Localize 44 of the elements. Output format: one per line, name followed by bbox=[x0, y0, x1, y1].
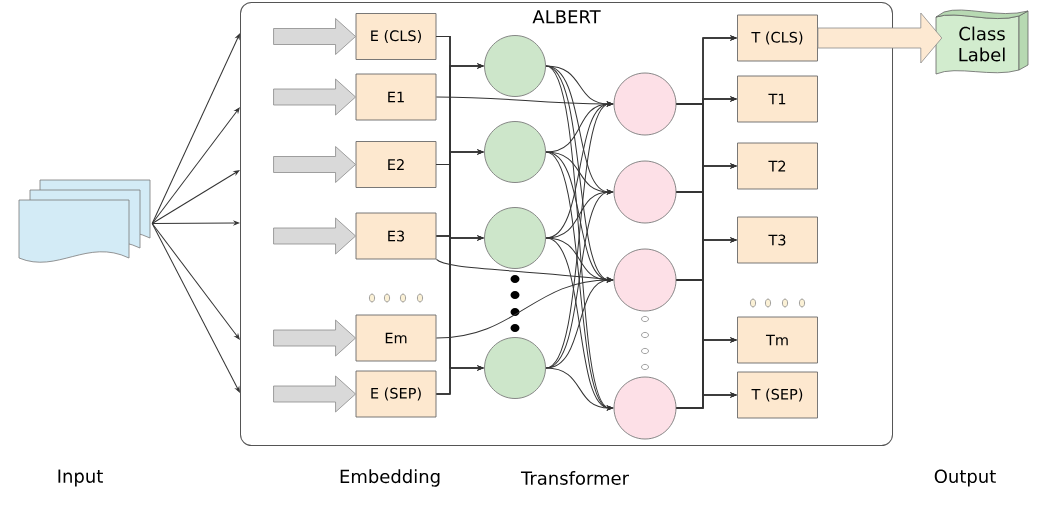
arrow bbox=[151, 223, 240, 393]
token-box: Tm bbox=[737, 316, 818, 364]
token-box: E3 bbox=[355, 212, 437, 260]
heading: ALBERT bbox=[532, 10, 601, 24]
arrow bbox=[545, 367, 613, 411]
token-box: T3 bbox=[737, 216, 818, 264]
token-box: Em bbox=[355, 314, 437, 362]
arrow bbox=[435, 365, 484, 395]
block-arrow bbox=[817, 12, 943, 64]
block-arrow bbox=[273, 146, 356, 183]
circle-node bbox=[613, 376, 677, 440]
circle-node bbox=[484, 121, 546, 183]
column-label: Output bbox=[934, 469, 996, 487]
arrow bbox=[435, 258, 613, 282]
circle-node bbox=[484, 207, 546, 269]
token-box: T1 bbox=[737, 75, 818, 123]
circle-node bbox=[613, 160, 677, 224]
arrow bbox=[675, 392, 737, 409]
circle-node bbox=[484, 337, 546, 399]
token-box: E2 bbox=[355, 141, 437, 188]
circle-node bbox=[613, 248, 677, 312]
token-box: E (SEP) bbox=[355, 370, 437, 418]
block-arrow bbox=[273, 319, 356, 357]
label-flag: Class Label bbox=[935, 9, 1029, 75]
token-box: E1 bbox=[355, 73, 437, 121]
arrow bbox=[151, 170, 240, 224]
circle-node bbox=[484, 35, 546, 97]
block-arrow bbox=[273, 375, 356, 413]
column-label: Transformer bbox=[520, 471, 630, 485]
arrow bbox=[151, 33, 240, 224]
block-arrow bbox=[273, 18, 356, 55]
token-box: T (CLS) bbox=[737, 14, 818, 62]
circle-node bbox=[613, 72, 677, 136]
token-box: T (SEP) bbox=[737, 371, 818, 419]
document-stack bbox=[18, 179, 151, 263]
arrow bbox=[151, 223, 240, 340]
block-arrow bbox=[273, 217, 356, 255]
column-label: Embedding bbox=[340, 469, 440, 487]
arrow bbox=[151, 107, 240, 224]
token-box: T2 bbox=[737, 142, 818, 190]
token-box: E (CLS) bbox=[355, 13, 437, 60]
column-label: Input bbox=[58, 469, 103, 487]
block-arrow bbox=[273, 78, 356, 116]
arrow bbox=[151, 220, 240, 226]
